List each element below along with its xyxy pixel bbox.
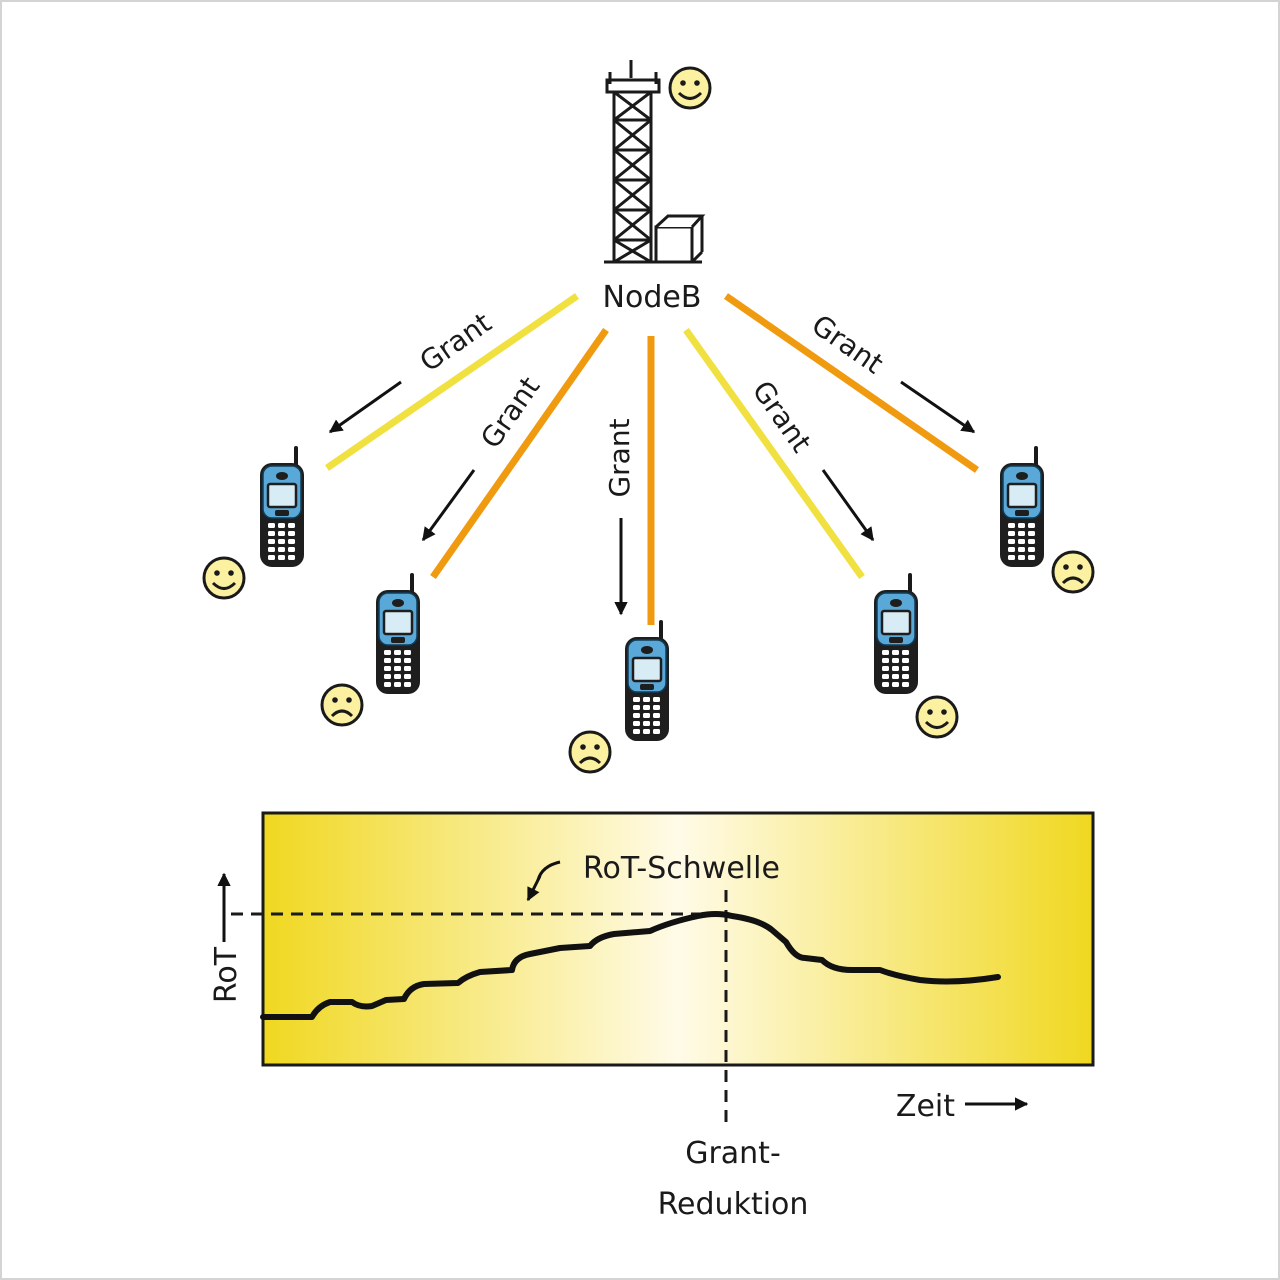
smiley-happy-icon [202,556,246,600]
grant-label-ue3: Grant [603,418,636,497]
rot-threshold-label: RoT-Schwelle [583,851,780,886]
nodeb-label: NodeB [603,280,702,315]
rot-plot-area [261,811,1095,1067]
link-line-ue4 [683,327,865,580]
smiley-sad-icon [320,683,364,727]
grant-label-ue4: Grant [746,375,818,459]
threshold-pointer-curve [536,860,561,881]
mobile-phone-icon [260,446,304,567]
grant-reduction-label-line1: Grant- [685,1136,781,1171]
mobile-phone-icon [1000,446,1044,567]
grant-arrow-ue4 [821,469,875,542]
mobile-phone-icon [376,573,420,694]
grant-label-ue5: Grant [806,308,890,380]
link-line-ue5 [724,293,979,473]
grant-label-ue2: Grant [474,371,546,455]
grant-reduction-label-line2: Reduktion [658,1187,809,1222]
smiley-sad-icon [1051,550,1095,594]
nodeb-smiley-happy-icon [668,66,712,110]
link-line-ue1 [325,293,579,471]
grant-label-ue1: Grant [414,306,498,378]
y-axis-label: RoT [209,946,244,1003]
x-axis-label: Zeit [896,1089,955,1124]
mobile-phone-icon [874,573,918,694]
grant-arrow-ue2 [421,469,476,542]
mobile-phone-icon [625,620,669,741]
link-line-ue2 [430,327,609,580]
smiley-happy-icon [915,695,959,739]
grant-arrow-ue5 [900,380,976,434]
nodeb-tower-icon [604,60,706,264]
rot-curve [260,911,1001,1020]
grant-arrow-ue1 [328,380,402,434]
smiley-sad-icon [568,730,612,774]
